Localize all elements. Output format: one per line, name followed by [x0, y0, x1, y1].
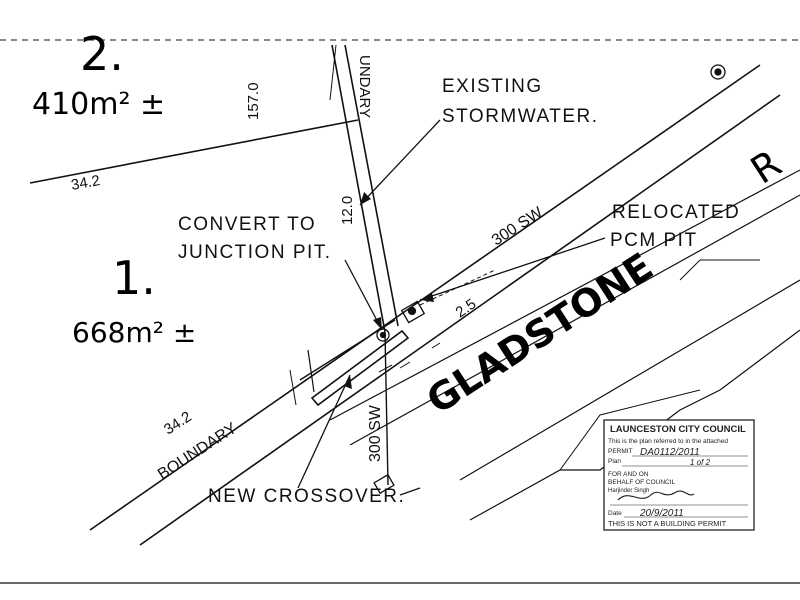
stamp-date-label: Date — [608, 510, 622, 517]
street-name: GLADSTONE — [419, 244, 661, 422]
new-crossover-shape — [310, 329, 410, 407]
dim-120: 12.0 — [339, 196, 356, 225]
stamp-border — [603, 419, 755, 531]
arrow-new-crossover — [344, 375, 352, 389]
lot-2-area: 410m² ± — [32, 87, 165, 122]
crossover-wing-left — [307, 349, 315, 393]
arrow-existing-stormwater — [360, 192, 371, 205]
label-300sw-b: 300 SW — [367, 404, 384, 462]
label-relocated-2: PCM PIT — [610, 230, 698, 251]
label-existing-stormwater-2: STORMWATER. — [442, 106, 599, 127]
stamp-for-and-on: FOR AND ON — [608, 471, 649, 478]
stamp-signature — [617, 490, 695, 501]
lot-1-number: 1. — [112, 251, 156, 305]
pcm-pit-core — [407, 306, 417, 316]
survey-mark-icon — [710, 64, 726, 80]
leader-new-crossover — [297, 374, 351, 489]
stamp-council: LAUNCESTON CITY COUNCIL — [610, 424, 746, 435]
pipe-tick — [378, 364, 393, 373]
arrow-heads — [344, 192, 434, 389]
label-new-crossover: NEW CROSSOVER. — [208, 486, 405, 507]
dim-342-bottom: 34.2 — [161, 408, 195, 438]
kerb-line-1 — [139, 94, 781, 546]
leader-relocated-pit — [419, 237, 606, 301]
pit-symbols — [373, 64, 726, 495]
leader-convert-pit — [344, 259, 383, 331]
dim-25: 2.5 — [453, 295, 480, 321]
survey-mark-core — [714, 68, 722, 76]
dim-line-157 — [329, 44, 337, 101]
stamp-line1: This is the plan referred to in the atta… — [608, 438, 728, 445]
stamp-date-value: 20/9/2011 — [639, 508, 684, 519]
lot-boundary-line — [29, 119, 359, 184]
street-name-cut: R — [743, 141, 789, 192]
label-convert-2: JUNCTION PIT. — [178, 242, 332, 263]
stamp-footer: THIS IS NOT A BUILDING PERMIT — [608, 519, 727, 528]
outlet-pit-symbol — [373, 473, 395, 495]
label-relocated-1: RELOCATED — [612, 202, 740, 223]
pcm-pit-symbol — [400, 300, 426, 324]
stamp-permit-value: DA0112/2011 — [640, 447, 700, 458]
junction-pit-symbol — [376, 328, 390, 342]
council-stamp: LAUNCESTON CITY COUNCIL This is the plan… — [603, 419, 755, 531]
label-existing-stormwater-1: EXISTING — [442, 76, 543, 97]
arrow-relocated-pit — [420, 293, 434, 302]
kerb-line-2 — [329, 169, 800, 421]
sw-pipe-down — [384, 331, 389, 486]
stamp-plan-label: Plan — [608, 458, 621, 465]
far-lot-line-2 — [679, 259, 760, 281]
label-boundary-top: UNDARY — [356, 55, 373, 118]
junction-pit-core — [379, 331, 387, 339]
lot-2-number: 2. — [80, 27, 124, 81]
lot-1-area: 668m² ± — [72, 316, 196, 349]
kerb-line-3 — [349, 194, 800, 446]
dim-342-top: 34.2 — [70, 172, 102, 194]
side-boundary-left — [331, 44, 386, 333]
dim-157: 157.0 — [245, 82, 262, 120]
label-300sw-a: 300 SW — [489, 204, 547, 250]
stamp-permit-label: PERMIT — [608, 448, 633, 455]
leader-crossover-right — [399, 487, 421, 496]
far-lot-line — [559, 389, 701, 471]
pipe-tick-2 — [399, 361, 411, 369]
leader-existing-stormwater — [359, 119, 441, 206]
crossover-wing-left-2 — [289, 369, 297, 406]
side-boundary-right — [344, 44, 399, 327]
pipe-tick-3 — [431, 342, 441, 349]
stamp-officer: Harjinder Singh — [608, 488, 649, 494]
stamp-behalf: BEHALF OF COUNCIL — [608, 479, 676, 486]
label-convert-1: CONVERT TO — [178, 214, 316, 235]
arrow-convert-pit — [373, 317, 382, 330]
stamp-plan-value: 1 of 2 — [690, 458, 711, 467]
road-far-side — [459, 279, 800, 481]
